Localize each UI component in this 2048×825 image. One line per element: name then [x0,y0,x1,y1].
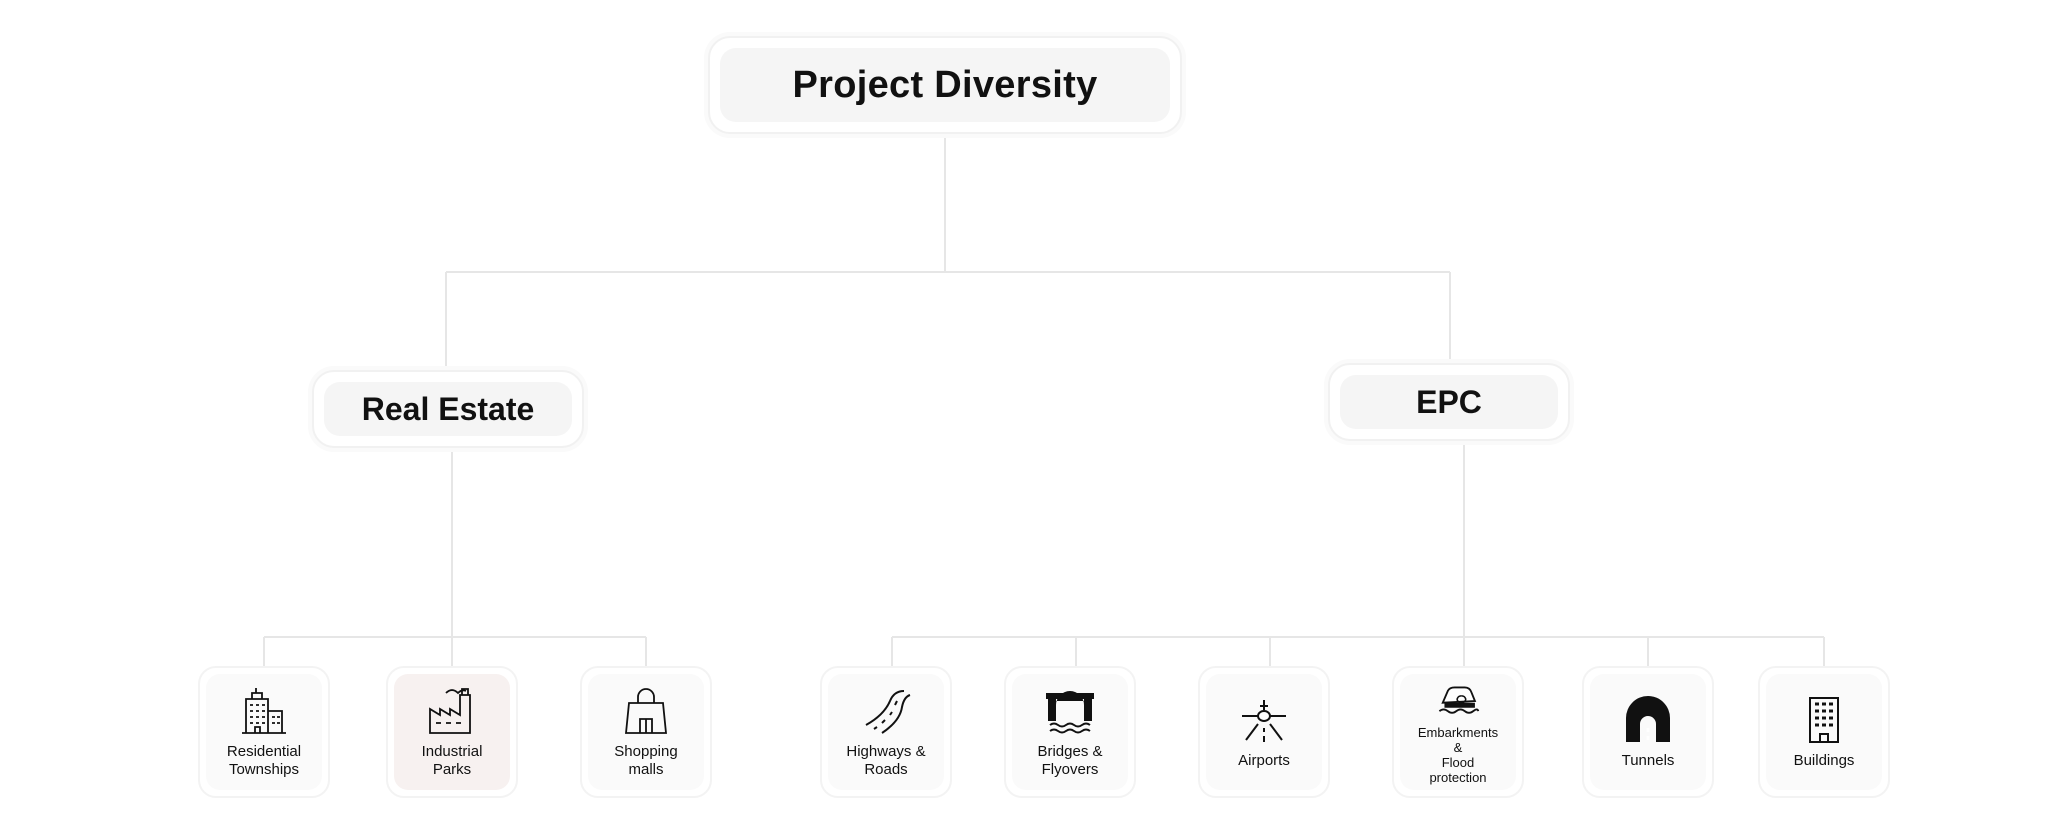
item-label: Airports [1238,752,1290,769]
office-building-icon [1809,697,1839,743]
factory-icon [429,688,471,734]
item-card-highways-roads: Highways &Roads [820,666,952,798]
item-label: Highways &Roads [846,743,926,778]
tunnel-icon [1626,696,1670,742]
category-node-epc: EPC [1328,363,1570,441]
bridge-icon [1046,691,1094,734]
item-card-bridges-flyovers: Bridges &Flyovers [1004,666,1136,798]
item-label: Buildings [1793,752,1855,769]
shopping-bag-icon [625,688,667,734]
root-node: Project Diversity [708,36,1182,134]
item-label: Bridges &Flyovers [1037,743,1103,778]
item-card-tunnels: Tunnels [1582,666,1714,798]
winding-road-icon [865,690,911,734]
category-node-real-estate: Real Estate [312,370,584,448]
flood-car-icon [1438,686,1480,714]
item-card-buildings: Buildings [1758,666,1890,798]
category-label-real-estate: Real Estate [324,382,572,436]
root-node-label: Project Diversity [720,48,1170,122]
residential-building-icon [242,688,286,734]
item-label: Tunnels [1621,752,1675,769]
category-label-epc: EPC [1340,375,1558,429]
item-card-airports: Airports [1198,666,1330,798]
airplane-runway-icon [1242,700,1286,742]
